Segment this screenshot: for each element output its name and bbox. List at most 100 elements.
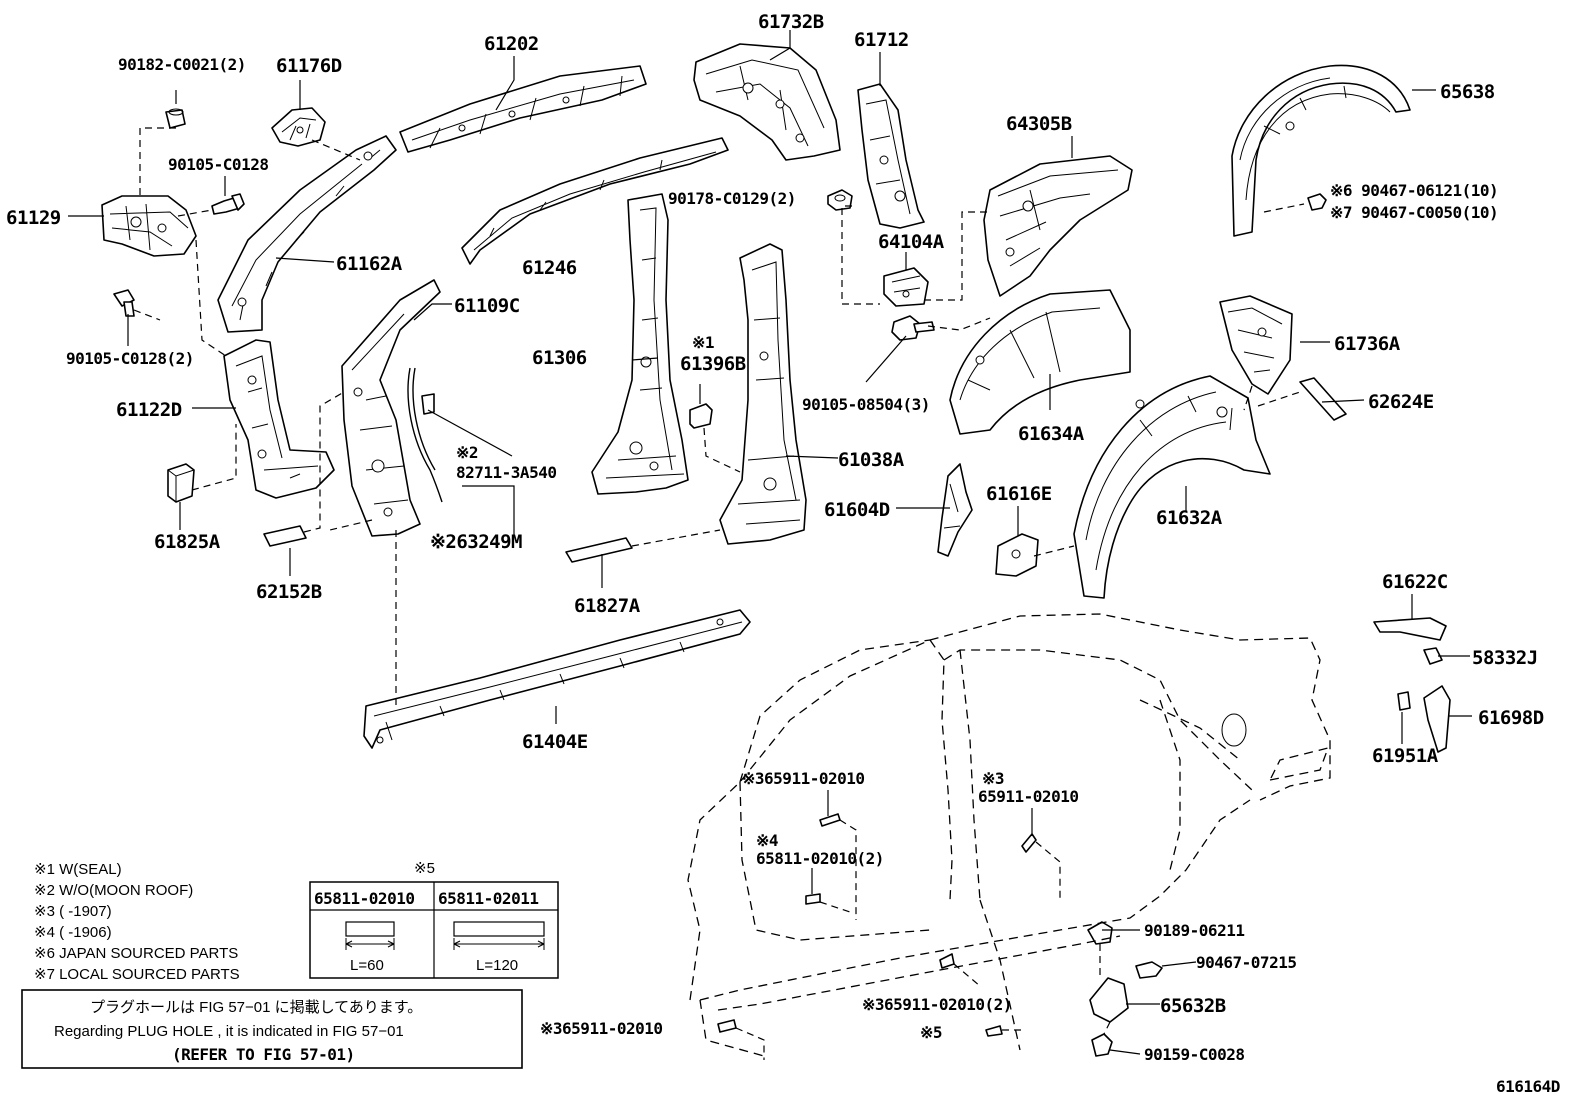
label-90159[interactable]: 90159-C0028 (1144, 1045, 1245, 1064)
seal-length-table: ※5 65811-02010 65811-02011 L=60 L=120 (309, 860, 559, 979)
label-61122d[interactable]: 61122D (116, 399, 182, 421)
label-65638[interactable]: 65638 (1440, 81, 1495, 103)
part-61109c-pillar (341, 279, 441, 537)
part-90189-clip (1087, 921, 1113, 945)
part-90467-clip (1307, 193, 1327, 211)
part-58332j-clip (1423, 647, 1443, 665)
label-90178[interactable]: 90178-C0129(2) (668, 189, 796, 208)
label-61825a[interactable]: 61825A (154, 531, 221, 553)
label-90105-08504[interactable]: 90105-08504(3) (802, 395, 930, 414)
table-col1-part[interactable]: 65811-02010 (314, 889, 415, 908)
table-col1-length: L=60 (350, 957, 384, 974)
part-61396b-seal (689, 403, 713, 429)
label-65811-mark: ※4 (756, 831, 778, 850)
label-61109c[interactable]: 61109C (454, 295, 520, 317)
label-90182[interactable]: 90182-C0021(2) (118, 55, 246, 74)
part-61122d-pillar-lower (223, 339, 335, 499)
part-64305b-panel (983, 155, 1133, 297)
label-82711-mark: ※2 (456, 443, 478, 462)
label-61129[interactable]: 61129 (6, 207, 61, 229)
label-61306[interactable]: 61306 (532, 347, 587, 369)
part-90178-nut (827, 189, 853, 211)
label-58332j[interactable]: 58332J (1472, 647, 1538, 669)
part-61616e-bracket (995, 533, 1039, 577)
part-61038a-center-pillar-inner (719, 243, 807, 545)
label-61616e[interactable]: 61616E (986, 483, 1052, 505)
label-90105-c0128[interactable]: 90105-C0128 (168, 155, 269, 174)
label-61632a[interactable]: 61632A (1156, 507, 1223, 529)
part-61404e-rocker (363, 609, 751, 749)
leader-lines (68, 30, 1472, 1060)
part-90105-08504-bolt (891, 315, 935, 341)
part-61698d-bracket (1423, 685, 1451, 753)
label-90467-07215[interactable]: 90467-07215 (1196, 953, 1297, 972)
part-65638-liner (1231, 64, 1411, 237)
label-65911-mark: ※3 (982, 769, 1004, 788)
label-65911-02010-a[interactable]: ※365911-02010 (742, 769, 865, 788)
label-61712[interactable]: 61712 (854, 29, 909, 51)
seal-pads (717, 813, 1037, 1037)
reference-jp: プラグホールは FIG 57−01 に掲載してあります。 (90, 999, 422, 1016)
part-64104a-bracket (883, 267, 929, 307)
label-90105-c0128-2[interactable]: 90105-C0128(2) (66, 349, 194, 368)
reference-en: Regarding PLUG HOLE , it is indicated in… (54, 1023, 404, 1040)
label-61732b[interactable]: 61732B (758, 11, 824, 33)
table-col2-length: L=120 (476, 957, 518, 974)
part-61634a-wheel-house (949, 289, 1131, 435)
label-62152b[interactable]: 62152B (256, 581, 322, 603)
part-number-labels: 90182-C0021(2) 61176D 61202 61732B 61712… (6, 11, 1560, 1096)
label-65811-02010[interactable]: 65811-02010(2) (756, 849, 884, 868)
part-62152b-pad (263, 525, 307, 547)
footnotes: ※1 W(SEAL) ※2 W/O(MOON ROOF) ※3 ( -1907)… (34, 861, 240, 983)
label-61622c[interactable]: 61622C (1382, 571, 1448, 593)
note-2: ※2 W/O(MOON ROOF) (34, 882, 193, 899)
reference-refer-link[interactable]: (REFER TO FIG 57-01) (172, 1045, 355, 1064)
label-61404e[interactable]: 61404E (522, 731, 588, 753)
label-82711[interactable]: 82711-3A540 (456, 463, 557, 482)
part-61604d-gusset (937, 463, 973, 557)
label-61604d[interactable]: 61604D (824, 499, 890, 521)
label-61951a[interactable]: 61951A (1372, 745, 1439, 767)
label-63249m[interactable]: ※263249M (430, 531, 523, 553)
figure-number: 616164D (1496, 1077, 1560, 1096)
label-61038a[interactable]: 61038A (838, 449, 905, 471)
label-61176d[interactable]: 61176D (276, 55, 342, 77)
part-61632a-wheel-house-outer (1073, 375, 1271, 599)
part-61306-center-pillar (591, 193, 689, 495)
car-body-outline (687, 613, 1331, 1057)
table-mark: ※5 (414, 860, 435, 877)
part-90467-07215-screw (1135, 961, 1163, 979)
part-61246-roof-rail-inner (461, 137, 729, 265)
label-64305b[interactable]: 64305B (1006, 113, 1072, 135)
label-61827a[interactable]: 61827A (574, 595, 641, 617)
table-col2-part[interactable]: 65811-02011 (438, 889, 539, 908)
label-61246[interactable]: 61246 (522, 257, 577, 279)
label-65911-02010-b[interactable]: 65911-02010 (978, 787, 1079, 806)
label-61202[interactable]: 61202 (484, 33, 539, 55)
label-90189[interactable]: 90189-06211 (1144, 921, 1245, 940)
label-61162a[interactable]: 61162A (336, 253, 403, 275)
part-61129-bracket (101, 195, 197, 257)
part-90182-nut (165, 108, 186, 129)
label-61396b[interactable]: 61396B (680, 353, 746, 375)
label-65911-02010-c[interactable]: ※365911-02010(2) (862, 995, 1012, 1014)
part-90159-bolt (1091, 1033, 1113, 1057)
part-62624e-bracket (1299, 377, 1347, 421)
label-90467-06121[interactable]: ※6 90467-06121(10) (1330, 181, 1499, 200)
note-6: ※7 LOCAL SOURCED PARTS (34, 966, 240, 983)
label-61698d[interactable]: 61698D (1478, 707, 1544, 729)
part-61176d-bracket (271, 107, 326, 147)
label-62624e[interactable]: 62624E (1368, 391, 1434, 413)
label-65632b[interactable]: 65632B (1160, 995, 1226, 1017)
label-90467-c0050[interactable]: ※7 90467-C0050(10) (1330, 203, 1499, 222)
label-61634a[interactable]: 61634A (1018, 423, 1085, 445)
label-65911-02010-d[interactable]: ※365911-02010 (540, 1019, 663, 1038)
note-1: ※1 W(SEAL) (34, 861, 122, 878)
part-90105-bolt (211, 193, 245, 215)
part-61712-quarter-pillar (857, 83, 925, 229)
label-64104a[interactable]: 64104A (878, 231, 945, 253)
label-61736a[interactable]: 61736A (1334, 333, 1401, 355)
part-61736a-extension (1219, 295, 1293, 395)
